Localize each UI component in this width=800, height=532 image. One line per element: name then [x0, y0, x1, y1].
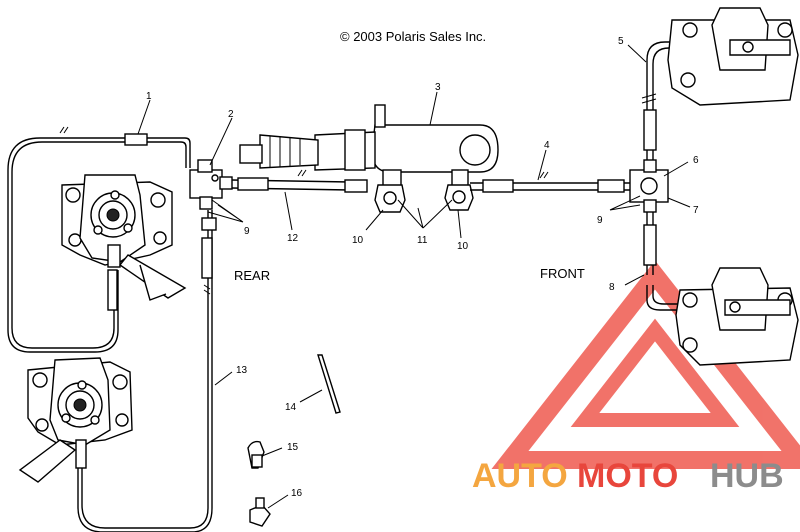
callout-1: 1	[146, 91, 152, 102]
callout-6: 6	[693, 155, 699, 166]
callout-12: 12	[287, 233, 299, 244]
callout-10-right: 10	[457, 241, 469, 252]
bleeder-tool	[317, 354, 341, 414]
watermark-text: AUTO MOTO HUB	[472, 457, 784, 495]
front-label: FRONT	[540, 266, 585, 281]
callout-labels: 1 2 3 4 5 6 7 8 9 9 10 11 10 12 13 14 15…	[146, 36, 699, 499]
callout-4: 4	[544, 140, 550, 151]
callout-3: 3	[435, 82, 441, 93]
watermark-logo	[491, 260, 800, 469]
front-brake-line-4	[470, 171, 630, 193]
front-junction-block	[629, 159, 669, 213]
callout-2: 2	[228, 109, 234, 120]
banjo-bolts	[374, 184, 474, 213]
watermark-auto: AUTO	[472, 457, 568, 495]
line-fitting	[124, 133, 148, 146]
callout-13: 13	[236, 365, 248, 376]
front-upper-caliper	[667, 7, 799, 106]
bleeder-valve-16	[249, 497, 271, 527]
watermark-moto: MOTO	[577, 457, 678, 495]
leader-lines	[137, 44, 691, 509]
rear-left-brake-line	[7, 126, 191, 353]
callout-9-front: 9	[597, 215, 603, 226]
callout-7: 7	[693, 205, 699, 216]
copyright-text: © 2003 Polaris Sales Inc.	[340, 29, 486, 44]
watermark-hub: HUB	[710, 457, 784, 495]
rear-upper-caliper	[61, 174, 187, 311]
rear-junction-block	[189, 159, 233, 210]
rear-lower-caliper	[18, 357, 133, 483]
rear-brake-line-12	[231, 169, 368, 193]
callout-11: 11	[417, 235, 428, 246]
callout-16: 16	[291, 488, 303, 499]
callout-10-left: 10	[352, 235, 364, 246]
callout-8: 8	[609, 282, 615, 293]
rear-lower-brake-line	[77, 210, 217, 532]
callout-9-rear: 9	[244, 226, 250, 237]
front-lower-caliper	[675, 267, 799, 366]
bleeder-valve-15	[247, 440, 265, 469]
rear-label: REAR	[234, 268, 270, 283]
callout-15: 15	[287, 442, 299, 453]
callout-5: 5	[618, 36, 624, 47]
callout-14: 14	[285, 402, 297, 413]
master-cylinder	[239, 104, 499, 187]
